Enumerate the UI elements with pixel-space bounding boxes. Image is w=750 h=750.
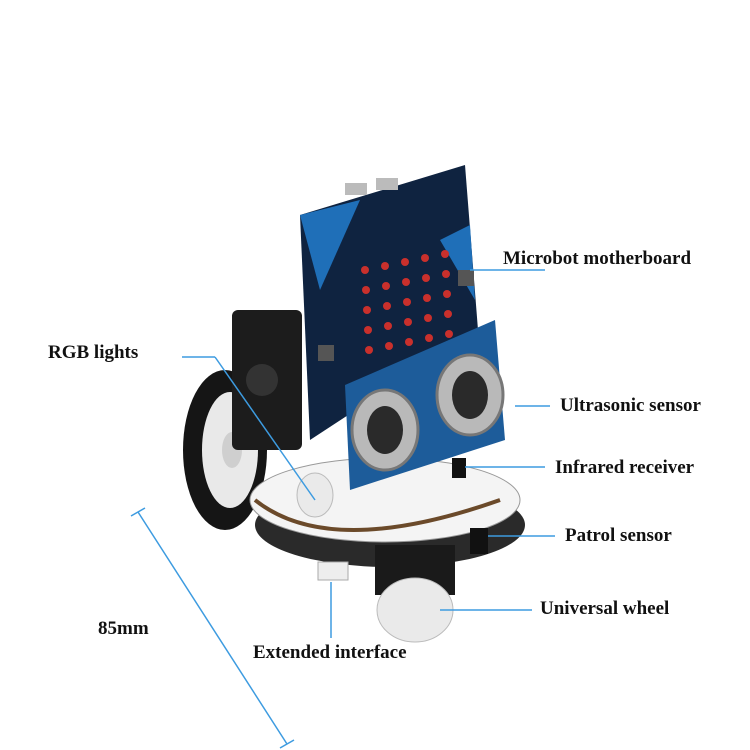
label-infrared-receiver: Infrared receiver	[555, 457, 695, 478]
label-ultrasonic-sensor: Ultrasonic sensor	[560, 395, 701, 416]
extended-connector	[317, 561, 349, 581]
leader-lines	[130, 269, 555, 749]
caster-wheel	[375, 545, 455, 643]
dimension-line	[137, 511, 288, 745]
microbit-board	[300, 165, 478, 440]
label-patrol-sensor: Patrol sensor	[565, 525, 672, 546]
label-microbot-motherboard: Microbot motherboard	[503, 248, 692, 269]
label-extended-interface: Extended interface	[253, 642, 407, 663]
label-rgb-lights: RGB lights	[48, 342, 139, 363]
rgb-led	[296, 472, 334, 518]
label-dimension: 85mm	[98, 618, 149, 639]
ultrasonic-module	[345, 320, 505, 490]
battery-holder	[232, 310, 302, 450]
label-universal-wheel: Universal wheel	[540, 598, 670, 619]
infrared-receiver	[452, 458, 466, 478]
patrol-sensor	[470, 528, 488, 554]
